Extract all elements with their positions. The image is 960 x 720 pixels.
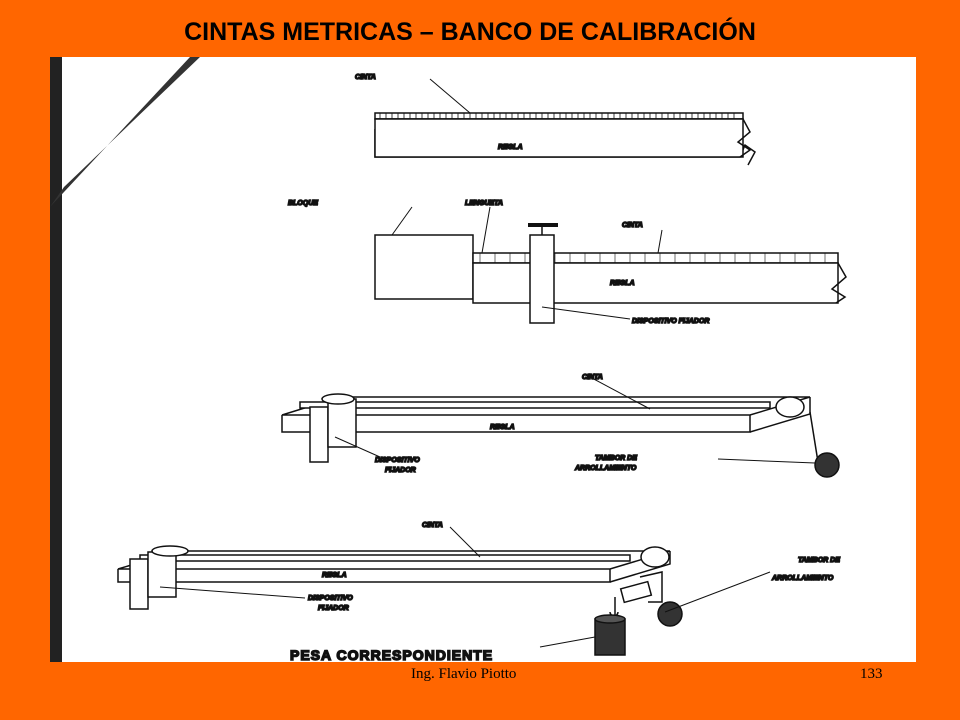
label-tambor-3b: ARROLLAMIENTO (574, 465, 637, 472)
label-cinta-4: CINTA (422, 522, 443, 529)
label-cinta-3: CINTA (582, 374, 603, 381)
label-cinta-2: CINTA (622, 222, 643, 229)
footer-author: Ing. Flavio Piotto (411, 666, 517, 682)
label-dispositivo-3: DISPOSITIVO (375, 457, 420, 464)
slide-title: CINTAS METRICAS – BANCO DE CALIBRACIÓN (184, 18, 756, 46)
scan-artifact (50, 57, 200, 662)
label-pesa-correspondiente: PESA CORRESPONDIENTE (290, 647, 493, 662)
label-tambor-4b: ARROLLAMIENTO (771, 575, 834, 582)
label-lengueta: LENGUETA (465, 200, 503, 207)
label-regla-3: REGLA (490, 424, 515, 431)
calibration-bench-figure: CINTA REGLA BLOQUE LENGUETA CINTA REGLA … (50, 57, 916, 662)
diagram-bench-drum: CINTA REGLA DISPOSITIVO FIJADOR TAMBOR D… (281, 373, 840, 478)
label-cinta-1: CINTA (355, 74, 376, 81)
label-dispositivo-4: DISPOSITIVO (308, 595, 353, 602)
label-regla-4: REGLA (322, 572, 347, 579)
diagram-tape-on-ruler: CINTA REGLA (354, 73, 756, 166)
label-tambor-4a: TAMBOR DE (798, 557, 840, 564)
label-regla-1: REGLA (498, 144, 523, 151)
label-dispositivo-fijador-2: DISPOSITIVO FIJADOR (632, 318, 709, 325)
label-bloque: BLOQUE (288, 200, 318, 207)
label-regla-2: REGLA (610, 280, 635, 287)
label-fijador-4: FIJADOR (318, 605, 349, 612)
label-tambor-3a: TAMBOR DE (595, 455, 637, 462)
diagram-bench-weight: CINTA REGLA DISPOSITIVO FIJADOR TAMBOR D… (117, 521, 841, 662)
label-fijador-3: FIJADOR (385, 467, 416, 474)
page-number: 133 (860, 666, 883, 682)
diagram-block-tongue: BLOQUE LENGUETA CINTA REGLA DISPOSITIVO … (287, 199, 847, 326)
